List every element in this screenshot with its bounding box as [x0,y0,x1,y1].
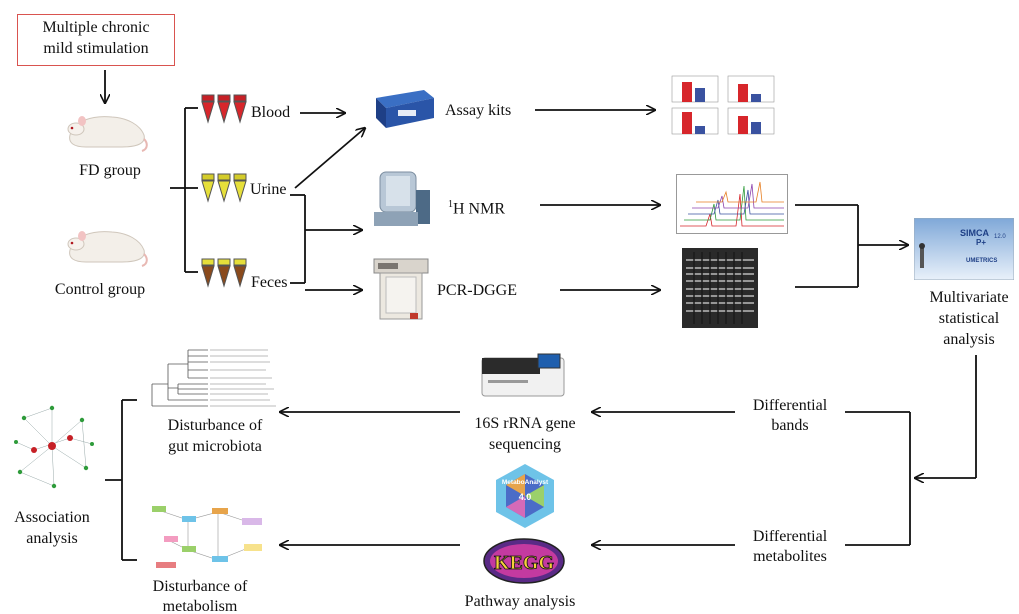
metaboanalyst-logo: MetaboAnalyst 4.0 [496,464,554,528]
nmr-machine-image [374,171,430,226]
nmr-label-text: H NMR [453,200,506,218]
gut-disturbance-line-2: gut microbiota [168,438,262,455]
multivariate-line-2: statistical [938,310,1000,327]
assay-kits-label: Assay kits [445,102,512,119]
metabolism-pathway-map-image [152,506,262,568]
fd-group-label: FD group [79,162,141,179]
multivariate-line-1: Multivariate [929,289,1009,306]
association-network-image [14,405,94,489]
pcr-dgge-machine-image [373,258,429,320]
urine-tubes-icon [201,173,247,203]
pathway-analysis-label: Pathway analysis [464,593,576,610]
association-line-1: Association [14,509,90,526]
simca-version: P+ [976,238,986,247]
association-line-2: analysis [26,530,78,547]
stimulation-line-2: mild stimulation [43,40,149,57]
blood-tubes-icon [201,94,247,124]
metaboanalyst-version: 4.0 [519,492,532,502]
nmr-label: 1H NMR [448,195,505,218]
dgge-gel-thumbnail [682,248,758,328]
gut-disturbance-line-1: Disturbance of [167,417,263,434]
control-group-label: Control group [54,281,146,298]
pcr-dgge-label: PCR-DGGE [437,282,518,299]
metabolism-disturbance-line-1: Disturbance of [152,578,248,595]
metaboanalyst-name: MetaboAnalyst [502,479,549,486]
simca-software-image: SIMCA P+ 12.0 UMETRICS [914,218,1014,280]
differential-metabolites-line-1: Differential [752,528,828,545]
blood-label: Blood [251,104,291,121]
nmr-superscript: 1 [448,199,453,210]
kegg-wordmark: KEGG [494,552,554,574]
nmr-spectra-thumbnail [676,174,788,234]
sequencing-line-1: 16S rRNA gene [474,415,576,432]
differential-metabolites-line-2: metabolites [753,548,827,565]
simca-num: 12.0 [994,234,1006,240]
feces-tubes-icon [201,258,247,288]
sequencer-image [481,353,565,397]
phylogenetic-tree-image [151,349,276,407]
feces-label: Feces [251,274,288,291]
kegg-logo: KEGG [483,538,565,584]
control-rat-image [67,231,148,267]
differential-bands-line-2: bands [771,417,809,434]
simca-title: SIMCA [960,228,990,238]
assay-kit-image [376,90,434,128]
stimulation-line-1: Multiple chronic [42,19,150,36]
multivariate-line-3: analysis [943,331,995,348]
differential-bands-line-1: Differential [752,397,828,414]
fd-rat-image [67,116,148,152]
simca-brand: UMETRICS [966,258,997,264]
stimulation-box [17,14,175,66]
assay-bar-charts-thumbnail [671,75,775,135]
metabolism-disturbance-line-2: metabolism [162,598,238,614]
urine-label: Urine [250,181,287,198]
sequencing-line-2: sequencing [489,436,561,453]
